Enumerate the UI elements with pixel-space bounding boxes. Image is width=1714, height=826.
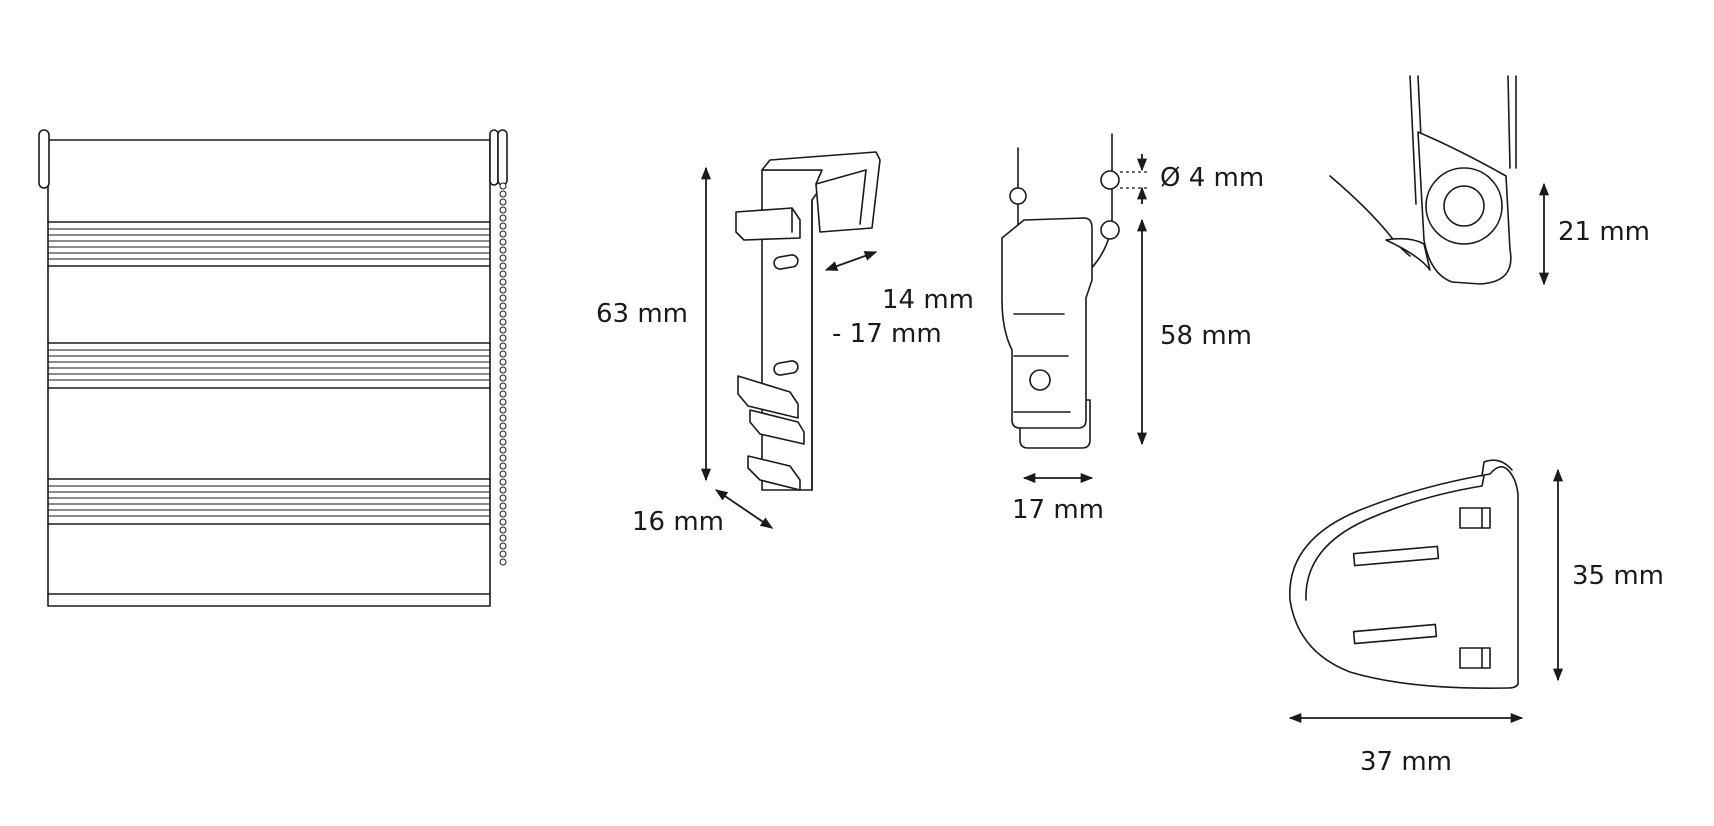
blind-stripe-band-middle bbox=[47, 342, 491, 389]
bracket-width-label-line1: 14 mm bbox=[882, 285, 974, 315]
end-cap-width-label: 37 mm bbox=[1360, 747, 1452, 777]
roller-blind-illustration bbox=[38, 129, 508, 607]
cord-hook-illustration bbox=[1329, 75, 1517, 285]
bracket-height-label: 63 mm bbox=[596, 299, 688, 329]
blind-stripe-band-top bbox=[47, 221, 491, 267]
hook-height-label: 21 mm bbox=[1558, 217, 1650, 247]
clip-width-label: 17 mm bbox=[1012, 495, 1104, 525]
cord-clip-illustration bbox=[1001, 133, 1120, 449]
bracket-depth-arrow bbox=[714, 489, 774, 529]
bead-chain bbox=[499, 182, 507, 566]
cord-diameter-label: Ø 4 mm bbox=[1160, 163, 1264, 193]
bracket-width-label-line2: - 17 mm bbox=[832, 319, 942, 349]
end-cap-illustration bbox=[1289, 459, 1519, 689]
bracket-width-arrow bbox=[824, 251, 878, 271]
clip-height-label: 58 mm bbox=[1160, 321, 1252, 351]
end-cap-height-label: 35 mm bbox=[1572, 561, 1664, 591]
bracket-depth-label: 16 mm bbox=[632, 507, 724, 537]
hook-bracket-illustration bbox=[735, 151, 881, 491]
blind-stripe-band-bottom bbox=[47, 478, 491, 525]
